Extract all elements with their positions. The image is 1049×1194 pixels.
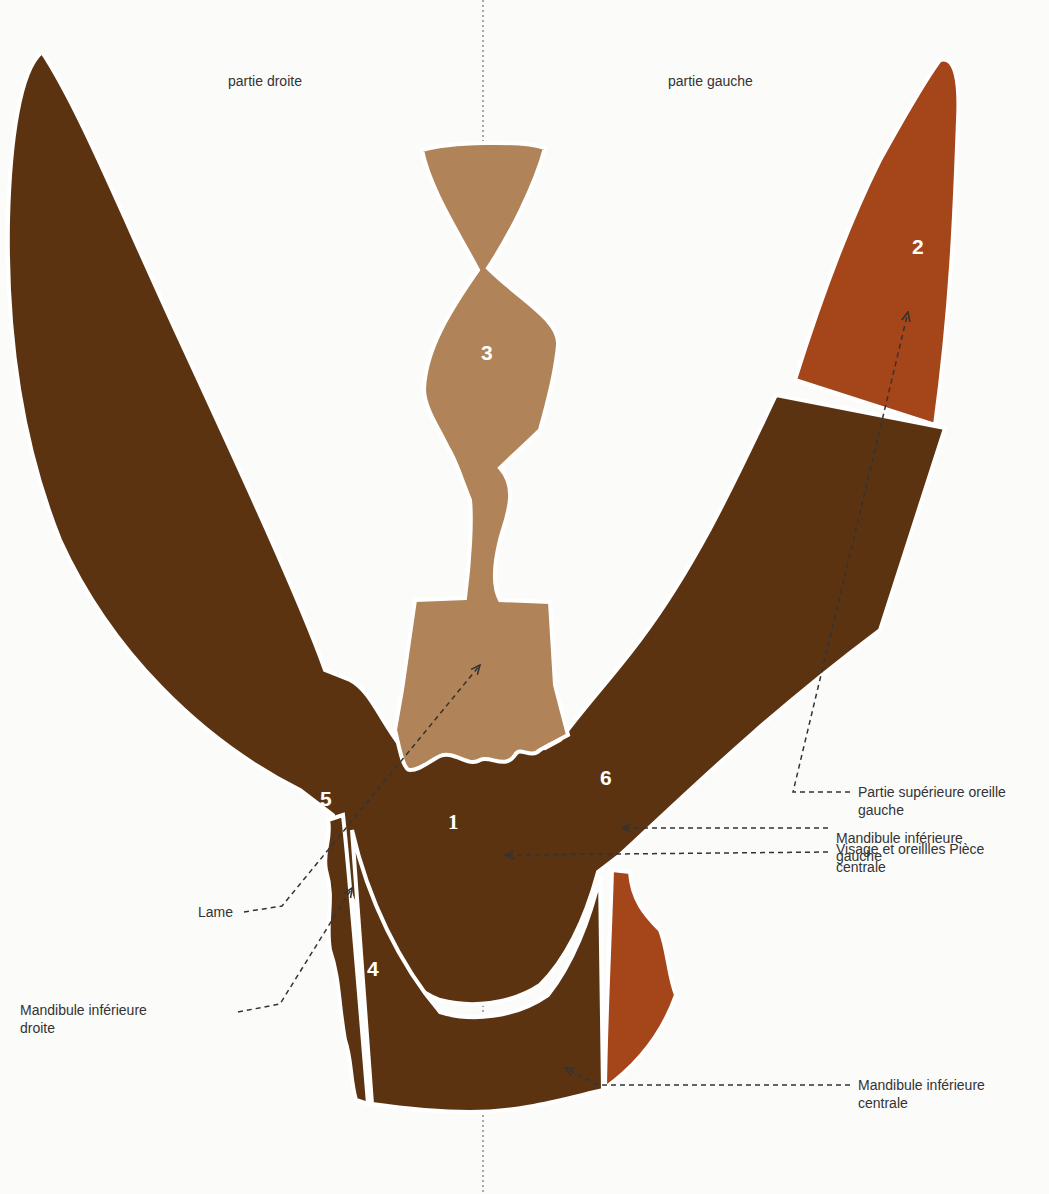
part-label: Mandibule inférieure centrale xyxy=(858,1076,1018,1112)
lower-mandible-central xyxy=(352,830,603,1112)
lower-mandible-left xyxy=(605,870,676,1088)
callout-number: 5 xyxy=(320,788,332,810)
region-label: partie droite xyxy=(228,72,302,90)
callout-number: 1 xyxy=(448,811,459,833)
lower-mandible-right xyxy=(325,815,368,1104)
callout-number: 6 xyxy=(600,767,612,789)
part-label: Partie supérieure oreille gauche xyxy=(858,783,1018,819)
blade-piece xyxy=(395,143,568,770)
leader-lines xyxy=(238,312,908,1085)
part-label: Mandibule inférieure droite xyxy=(20,1001,180,1037)
callout-number: 3 xyxy=(481,342,493,364)
part-label: Lame xyxy=(198,903,233,921)
region-label: partie gauche xyxy=(668,72,753,90)
callout-number: 2 xyxy=(912,236,924,258)
central-piece xyxy=(8,52,945,1004)
part-label: Mandibule inférieure gauche xyxy=(836,829,996,865)
upper-ear-piece xyxy=(795,59,958,425)
callout-number: 4 xyxy=(367,958,379,980)
